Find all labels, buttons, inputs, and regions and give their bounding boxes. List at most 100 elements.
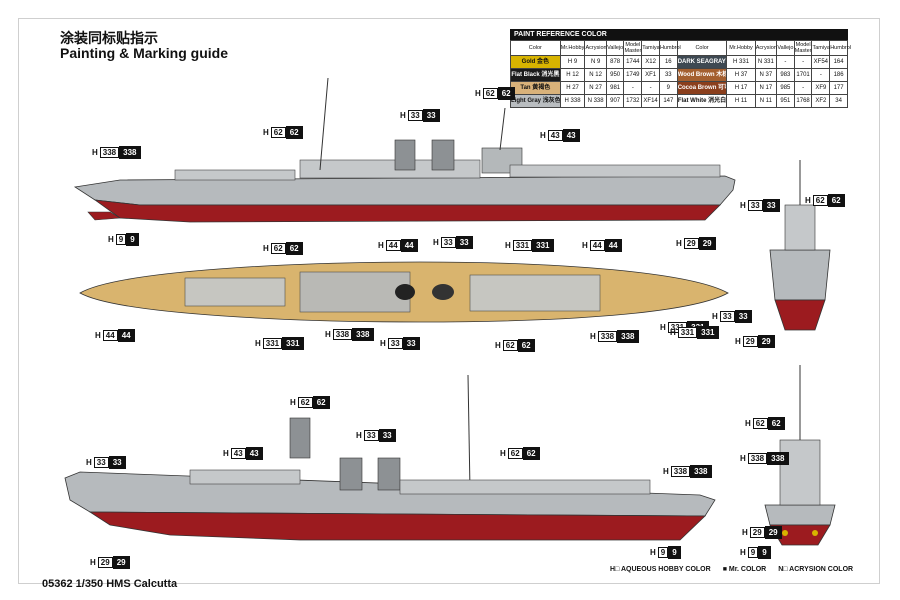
callout-hobby-code: 44 [385,240,401,251]
callout-prefix: H [223,449,229,458]
callout-prefix: H [650,548,656,557]
callout-prefix: H [255,339,261,348]
callout-hobby-code: 33 [93,457,109,468]
callout-hobby-code: 33 [440,237,456,248]
callout-mr-code: 29 [698,237,716,250]
callout-prefix: H [745,419,751,428]
callout-mr-code: 44 [400,239,418,252]
callout-mr-code: 62 [522,447,540,460]
callout-mr-code: 29 [764,526,782,539]
callout-prefix: H [740,454,746,463]
callout-prefix: H [540,131,546,140]
paint-swatch: Wood Brown 木棕色 [676,68,728,82]
paint-swatch: DARK SEAGRAY (GULF OF NORTH) [676,55,728,69]
product-code: 05362 1/350 HMS Calcutta [42,578,178,590]
callout-mr-code: 62 [312,396,330,409]
callout-prefix: H [263,128,269,137]
callout-prefix: H [108,235,114,244]
top-view [79,261,729,323]
paint-cell: N 11 [754,94,778,108]
callout-prefix: H [475,89,481,98]
callout-hobby-code: 33 [747,200,763,211]
callout-prefix: H [582,241,588,250]
callout-mr-code: 62 [497,87,515,100]
callout-prefix: H [90,558,96,567]
paint-swatch: Tan 黄褐色 [510,81,561,95]
callout-hobby-code: 44 [102,330,118,341]
paint-cell: 951 [776,94,795,108]
callout-hobby-code: 338 [99,147,120,158]
callout-hobby-code: 338 [747,453,768,464]
callout-mr-code: 44 [117,329,135,342]
callout-hobby-code: 43 [547,130,563,141]
callout-hobby-code: 29 [683,238,699,249]
callout-hobby-code: 62 [270,243,286,254]
callout-hobby-code: 338 [670,466,691,477]
callout-prefix: H [356,431,362,440]
callout-hobby-code: 9 [657,547,669,558]
callout-hobby-code: 33 [719,311,735,322]
callout-mr-code: 33 [378,429,396,442]
callout-prefix: H [500,449,506,458]
legend-hobby: H□ AQUEOUS HOBBY COLOR [610,566,711,573]
callout-mr-code: 43 [245,447,263,460]
callout-mr-code: 9 [758,546,771,559]
callout-mr-code: 62 [517,339,535,352]
page-title-cn: 涂装同标贴指示 [60,31,158,47]
callout-prefix: H [676,239,682,248]
callout-hobby-code: 338 [597,331,618,342]
callout-prefix: H [740,201,746,210]
callout-hobby-code: 331 [262,338,283,349]
callout-prefix: H [378,241,384,250]
callout-mr-code: 9 [126,233,139,246]
paint-cell: N 338 [584,94,607,108]
callout-prefix: H [325,330,331,339]
callout-hobby-code: 62 [297,397,313,408]
callout-prefix: H [263,244,269,253]
paint-swatch: Light Gray 浅灰色 [510,94,561,108]
callout-hobby-code: 62 [270,127,286,138]
callout-mr-code: 43 [562,129,580,142]
callout-mr-code: 338 [767,452,789,465]
color-legend: H□ AQUEOUS HOBBY COLOR ■ Mr. COLOR N□ AC… [610,566,853,573]
callout-mr-code: 331 [697,326,719,339]
callout-hobby-code: 29 [749,527,765,538]
callout-hobby-code: 44 [589,240,605,251]
callout-hobby-code: 62 [482,88,498,99]
paint-column-header: Humbrol [829,40,851,56]
callout-hobby-code: 9 [747,547,759,558]
page-border [18,18,880,584]
callout-hobby-code: 33 [407,110,423,121]
callout-mr-code: 331 [532,239,554,252]
callout-mr-code: 33 [402,337,420,350]
callout-prefix: H [740,548,746,557]
callout-mr-code: 62 [285,126,303,139]
callout-mr-code: 33 [108,456,126,469]
